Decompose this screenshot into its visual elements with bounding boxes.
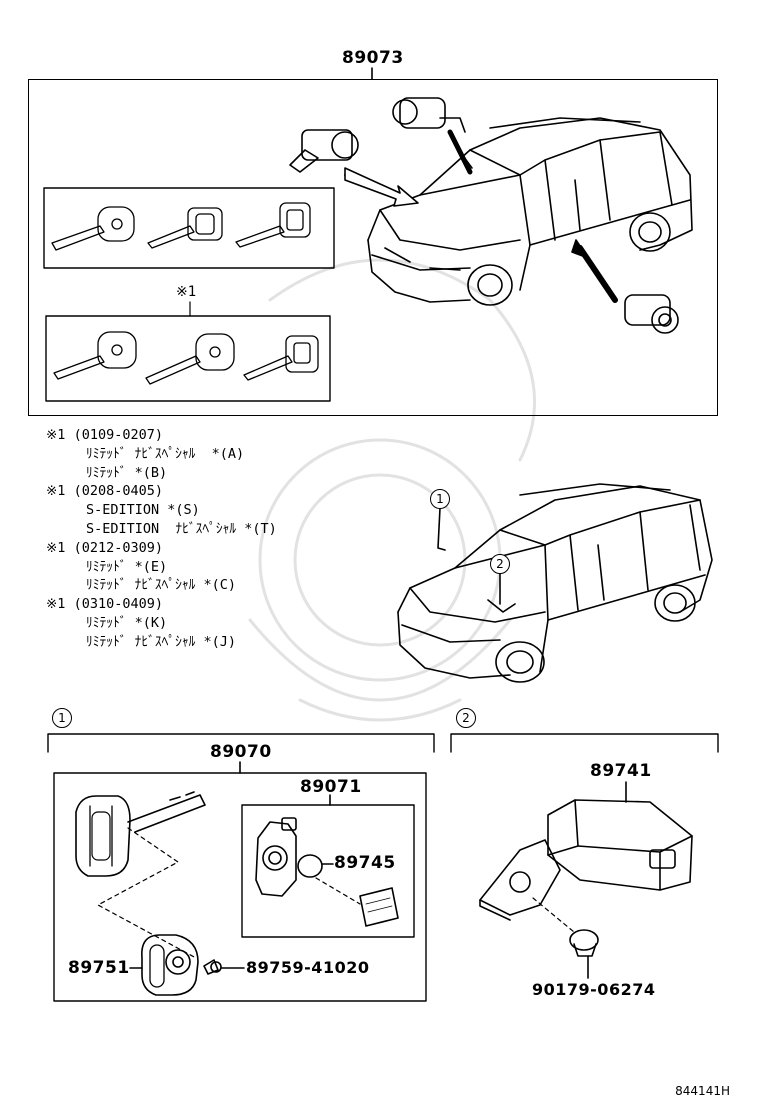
note-line: ﾘﾐﾃｯﾄﾞ ﾅﾋﾞｽﾍﾟｼｬﾙ *(A) [86,445,245,462]
car-middle-view [397,483,713,683]
part-89741-label: 89741 [590,761,652,781]
model-notes: ※1 (0109-0207) ﾘﾐﾃｯﾄﾞ ﾅﾋﾞｽﾍﾟｼｬﾙ *(A) ﾘﾐﾃｯﾄ… [46,426,277,652]
section-1-number: 1 [52,708,72,728]
key-5 [145,333,235,385]
key-6 [243,335,319,381]
key-box-upper [43,187,335,269]
transmitter-key [75,791,206,877]
receiver-bracket [479,839,561,921]
clip [569,929,599,957]
section1-bracket [47,733,435,753]
back-door-lock-cylinder [624,294,679,334]
part-89759-41020-label: 89759-41020 [246,958,370,977]
assembly-89073-label: 89073 [342,48,404,68]
key-box-lower [45,315,331,402]
section2-bracket [450,733,719,753]
note-line: ﾘﾐﾃｯﾄﾞ ﾅﾋﾞｽﾍﾟｼｬﾙ *(C) [86,577,237,594]
note-range: ※1 (0109-0207) [46,427,163,443]
watermark-emblem [248,258,537,722]
note-range: ※1 (0208-0405) [46,483,163,500]
note-range: ※1 (0310-0409) [46,596,163,613]
ignition-lock-cylinder [392,97,466,133]
key-3 [235,202,311,248]
circuit-board [359,887,399,927]
screw [203,959,222,975]
transmitter-cover [141,934,199,996]
note-line: ﾘﾐﾃｯﾄﾞ ﾅﾋﾞｽﾍﾟｼｬﾙ *(J) [86,633,237,650]
section-2-number: 2 [456,708,476,728]
transmitter-housing [255,817,297,897]
note-range: ※1 (0212-0309) [46,539,163,556]
note-line: S-EDITION *(S) [86,502,200,519]
key-4 [53,331,137,380]
key-1 [51,206,135,251]
transmitter-housing-box [241,804,415,938]
car-top-view [367,117,693,306]
part-89071-label: 89071 [300,777,362,797]
part-89751-label: 89751 [68,958,130,978]
key-2 [147,207,223,249]
note-line: ﾘﾐﾃｯﾄﾞ *(B) [86,464,168,481]
part-89745-label: 89745 [334,853,396,873]
drawing-code: 844141H [675,1084,730,1098]
key-group-marker: ※1 [176,284,197,300]
door-control-receiver [547,799,693,891]
part-90179-06274-label: 90179-06274 [532,980,656,999]
door-lock-cylinder [289,129,359,173]
transmitter-assembly-box [53,772,427,1002]
part-89070-label: 89070 [210,742,272,762]
callout-1: 1 [430,489,450,509]
note-line: S-EDITION ﾅﾋﾞｽﾍﾟｼｬﾙ *(T) [86,520,277,537]
note-line: ﾘﾐﾃｯﾄﾞ *(E) [86,558,168,575]
note-line: ﾘﾐﾃｯﾄﾞ *(K) [86,614,168,631]
callout-2: 2 [490,554,510,574]
assembly-89073-frame [28,79,718,416]
battery [297,854,323,878]
